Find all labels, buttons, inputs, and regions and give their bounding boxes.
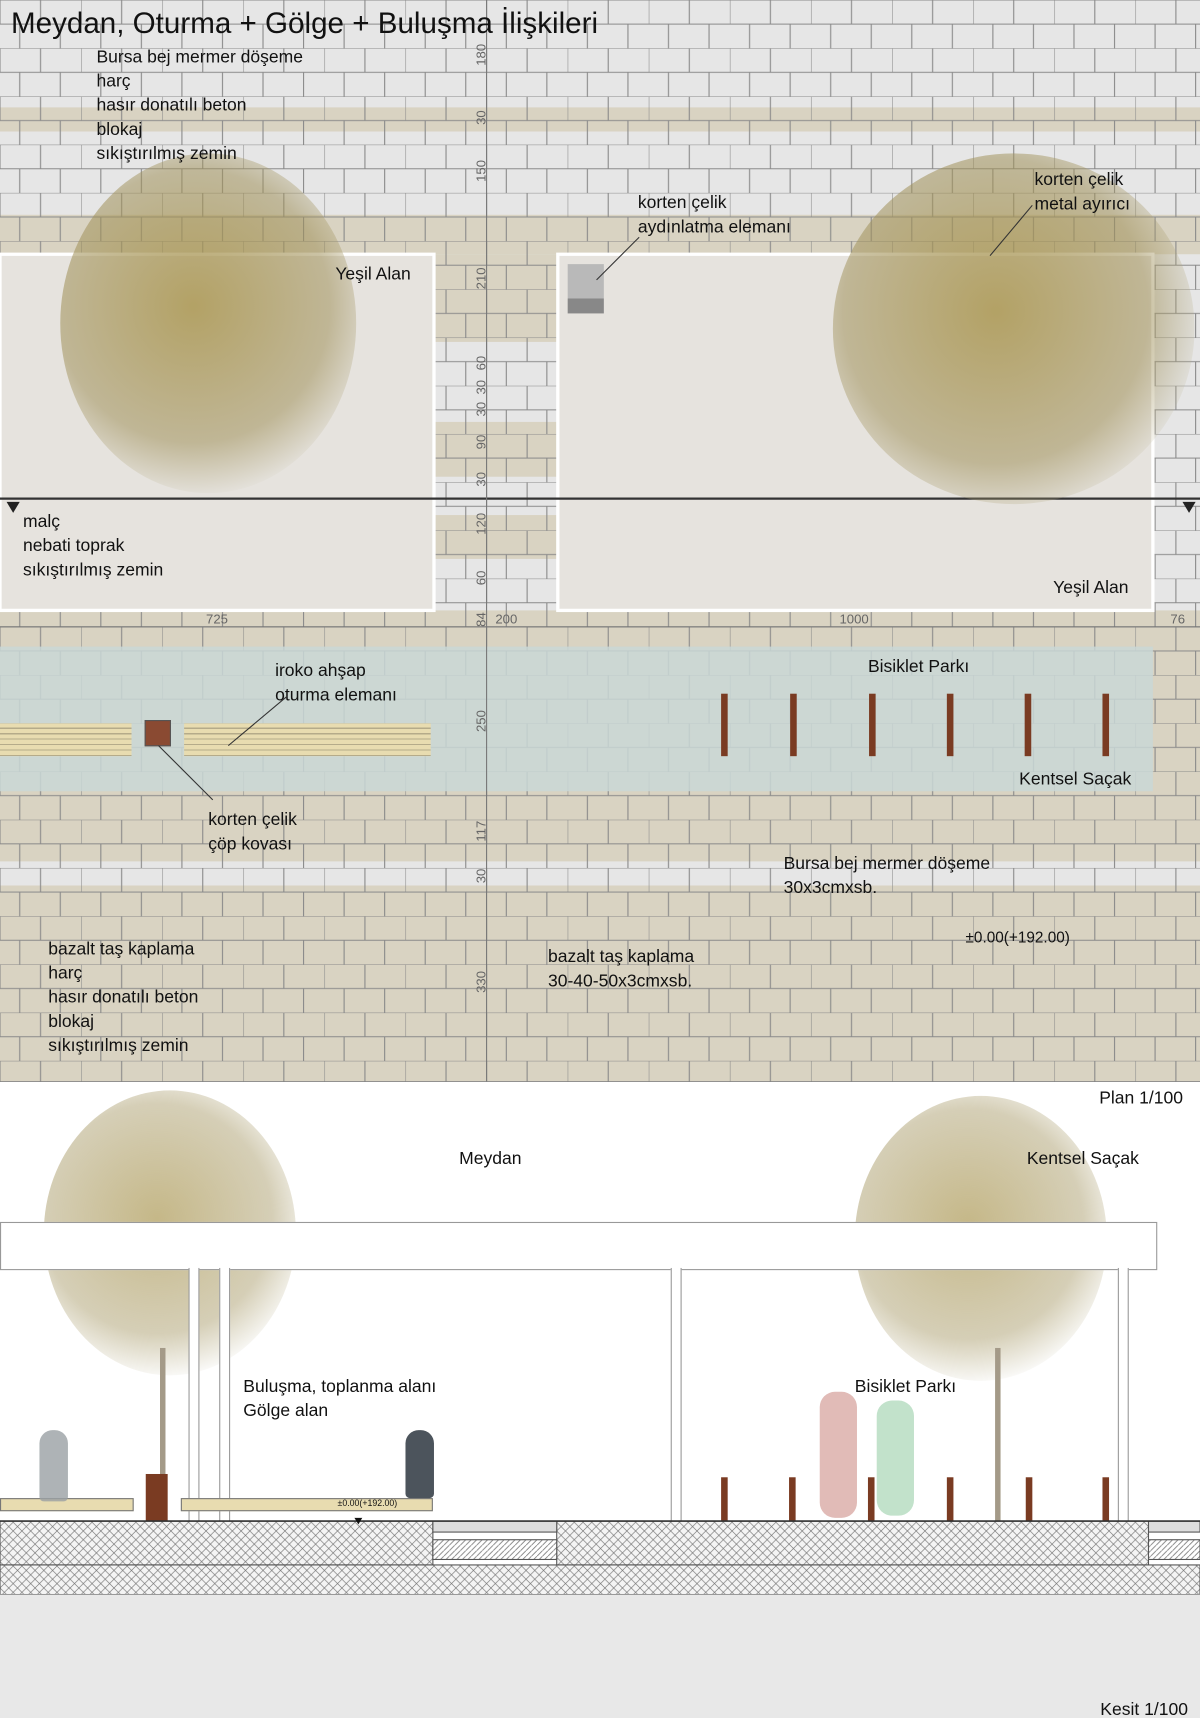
layer-label: blokaj xyxy=(96,120,143,140)
basalt-label: bazalt taş kaplama xyxy=(547,947,695,967)
dimension: 60 xyxy=(473,355,489,371)
bike-rack-post xyxy=(1102,1477,1110,1522)
canopy-column xyxy=(1117,1267,1129,1522)
dimension: 90 xyxy=(473,434,489,450)
layer-label: harç xyxy=(48,964,83,984)
green-area-label: Yeşil Alan xyxy=(1053,578,1129,598)
dimension: 1000 xyxy=(839,611,869,627)
layer-label: bazalt taş kaplama xyxy=(48,940,195,959)
layer-label: hasır donatılı beton xyxy=(96,96,247,116)
section-ground xyxy=(0,1517,1200,1718)
dimension: 30 xyxy=(473,379,489,395)
bike-rack-post xyxy=(789,1477,796,1522)
tree-trunk xyxy=(995,1347,1001,1522)
canopy-column xyxy=(188,1267,200,1522)
tree-trunk xyxy=(160,1347,166,1522)
seating-label: iroko ahşap xyxy=(275,661,366,681)
person-figure xyxy=(405,1430,434,1499)
layer-label: nebati toprak xyxy=(23,536,125,556)
green-area-label: Yeşil Alan xyxy=(335,265,411,284)
square-label: Meydan xyxy=(459,1149,522,1169)
dimension: 180 xyxy=(473,43,489,66)
bike-rack-post xyxy=(1024,693,1032,757)
trash-bin xyxy=(144,720,171,747)
bike-rack-post xyxy=(1102,693,1110,757)
layer-label: sıkıştırılmış zemin xyxy=(96,144,237,164)
bike-rack-post xyxy=(867,1477,875,1522)
tree-plan xyxy=(832,153,1195,505)
marble-label: Bursa bej mermer döşeme xyxy=(783,854,991,874)
bike-rack-post xyxy=(869,693,876,757)
dimension: 200 xyxy=(495,611,518,627)
bike-park-label: Bisiklet Parkı xyxy=(854,1377,957,1397)
bin-label: korten çelik xyxy=(208,810,297,830)
lighting-label: korten çelik xyxy=(637,193,727,213)
dimension: 150 xyxy=(473,159,489,182)
dimension: 30 xyxy=(473,110,489,125)
level-label: ±0.00(+192.00) xyxy=(337,1498,398,1508)
meeting-area-label: Buluşma, toplanma alanı xyxy=(243,1377,437,1397)
dimension: 76 xyxy=(1170,611,1186,627)
layer-label: sıkıştırılmış zemin xyxy=(23,561,164,580)
dimension: 117 xyxy=(473,820,489,842)
dimension: 330 xyxy=(473,970,489,993)
layer-label: sıkıştırılmış zemin xyxy=(48,1036,189,1056)
person-figure xyxy=(39,1430,68,1502)
layer-label: blokaj xyxy=(48,1012,95,1032)
dimension: 30 xyxy=(473,471,489,487)
lighting-label: aydınlatma elemanı xyxy=(637,218,791,237)
bench xyxy=(184,723,431,757)
layer-label: malç xyxy=(23,512,61,532)
separator-label: metal ayırıcı xyxy=(1034,195,1131,214)
bench-section xyxy=(0,1498,134,1512)
bench xyxy=(0,723,132,757)
cyclist-figure xyxy=(876,1400,914,1516)
seating-label: oturma elemanı xyxy=(275,686,397,705)
bike-rack-post xyxy=(721,693,728,757)
dimension: 30 xyxy=(473,401,489,417)
bike-rack-post xyxy=(946,693,954,757)
lighting-element xyxy=(567,264,604,314)
dimension: 250 xyxy=(473,710,489,733)
separator-label: korten çelik xyxy=(1034,170,1124,190)
marble-spec: 30x3cmxsb. xyxy=(783,878,878,898)
tree-plan xyxy=(60,153,357,494)
dimension: 120 xyxy=(473,512,489,535)
plan-scale: Plan 1/100 xyxy=(1099,1089,1184,1108)
cyclist-figure xyxy=(819,1391,857,1518)
dimension: 30 xyxy=(473,868,489,884)
basalt-spec: 30-40-50x3cmxsb. xyxy=(547,972,693,991)
dimension: 84 xyxy=(473,612,489,627)
bike-park-label: Bisiklet Parkı xyxy=(867,657,970,677)
level-label: ±0.00(+192.00) xyxy=(965,928,1070,946)
shade-area-label: Gölge alan xyxy=(243,1401,329,1421)
page-title: Meydan, Oturma + Gölge + Buluşma İlişkil… xyxy=(10,6,599,40)
layer-label: hasır donatılı beton xyxy=(48,988,199,1008)
dimension: 60 xyxy=(473,570,489,586)
bike-rack-post xyxy=(790,693,797,757)
layer-label: harç xyxy=(96,72,131,91)
dimension: 210 xyxy=(473,267,489,290)
dimension: 725 xyxy=(206,611,228,627)
canopy-column xyxy=(670,1267,682,1522)
bench-section xyxy=(180,1498,433,1512)
bike-rack-post xyxy=(721,1477,728,1522)
section-scale: Kesit 1/100 xyxy=(1100,1700,1189,1718)
trash-bin-section xyxy=(145,1473,168,1522)
urban-edge-label: Kentsel Saçak xyxy=(1026,1149,1139,1169)
bike-rack-post xyxy=(1025,1477,1033,1522)
canopy-roof xyxy=(0,1221,1158,1271)
layer-label: Bursa bej mermer döşeme xyxy=(96,48,304,67)
bike-rack-post xyxy=(946,1477,954,1522)
urban-edge-label: Kentsel Saçak xyxy=(1019,770,1132,790)
bin-label: çöp kovası xyxy=(208,835,293,854)
canopy-column xyxy=(219,1267,231,1522)
